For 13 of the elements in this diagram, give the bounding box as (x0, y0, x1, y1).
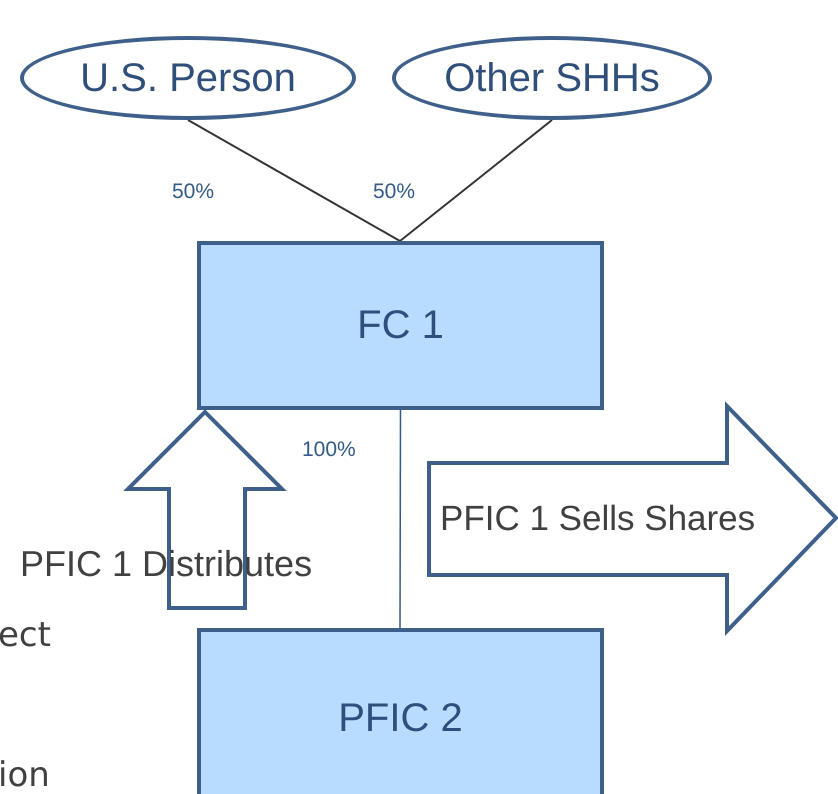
connector-line (188, 119, 400, 242)
percentage-label: 100% (302, 438, 356, 462)
company-box: PFIC 2 (197, 628, 604, 794)
block-arrow: PFIC 1 Sells Shares (426, 403, 838, 634)
connector-line (399, 119, 553, 242)
percentage-label: 50% (373, 180, 416, 204)
party-ellipse: U.S. Person (20, 36, 356, 120)
percentage-label: 50% (172, 180, 214, 204)
company-box: FC 1 (197, 241, 604, 410)
cut-off-text: ion (0, 755, 50, 794)
cut-off-text: ect (0, 615, 51, 655)
party-ellipse: Other SHHs (392, 36, 712, 120)
connector-line (399, 410, 402, 628)
